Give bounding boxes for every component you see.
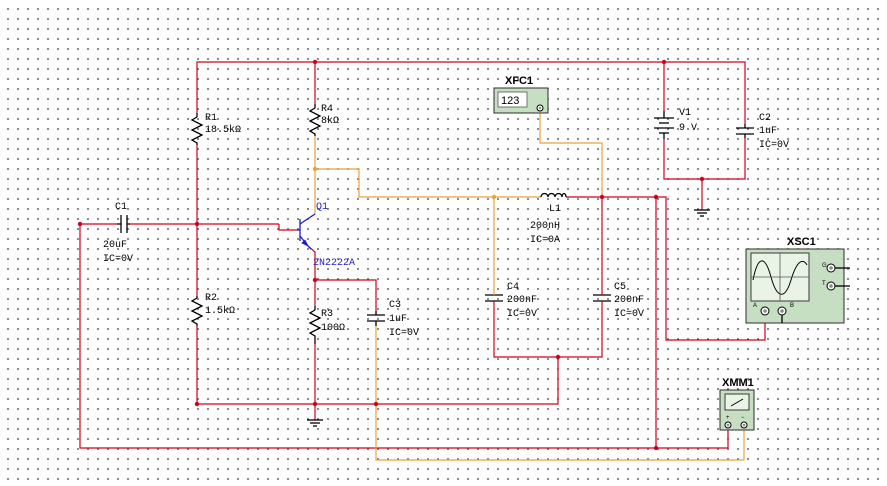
c1-ic-label: IC=0V: [103, 254, 133, 265]
ground-symbol-bottom: [307, 419, 323, 427]
resistor-r1[interactable]: R1 18.5kΩ: [190, 113, 241, 145]
scope-feed-wire: [602, 196, 766, 341]
c2-value-label: 1uF: [759, 126, 777, 137]
c3-top-wire: [315, 279, 377, 311]
junction-dot: [699, 176, 705, 182]
c5-ic-label: IC=0V: [614, 309, 644, 320]
c3-bottom-wire: [375, 326, 745, 461]
r3-value-label: 100Ω: [321, 323, 345, 334]
xsc1-g-label: G: [822, 263, 827, 269]
capacitor-c1[interactable]: C1 20uF IC=0V: [103, 202, 133, 265]
v1-bottom-wire: [663, 138, 746, 180]
xsc1-t-label: T: [822, 281, 826, 287]
r4-name-label: R4: [321, 104, 333, 115]
xfc1-title: XFC1: [505, 75, 533, 87]
r1-name-label: R1: [205, 113, 217, 124]
inductor-l1[interactable]: L1 200nH IC=0A: [530, 192, 567, 246]
xsc1-b-label: B: [790, 303, 794, 309]
r4-value-label: 8kΩ: [321, 115, 339, 127]
meter-return-wire: [79, 197, 657, 449]
orange-wires: [314, 112, 745, 461]
base-wire: [278, 224, 297, 231]
emitter-wire: [307, 245, 316, 306]
l1-name-label: L1: [549, 204, 561, 215]
c5-value-label: 200nF: [614, 295, 644, 306]
c2-ic-label: IC=0V: [759, 140, 789, 151]
xsc1-title: XSC1: [787, 236, 816, 248]
v1-name-label: V1: [679, 108, 691, 119]
junction-dot: [312, 401, 318, 407]
junction-dot: [555, 354, 561, 360]
xmm1-plus-label: +: [726, 415, 730, 421]
capacitor-c2[interactable]: C2 1uF IC=0V: [736, 113, 789, 151]
capacitor-c4[interactable]: C4 200nF IC=0V: [485, 282, 537, 320]
junction-dot: [77, 221, 83, 227]
resistor-r2[interactable]: R2 1.5kΩ: [190, 293, 235, 326]
junction-dot: [312, 59, 318, 65]
junction-dot: [491, 194, 497, 200]
xfc1-display: 123: [501, 95, 519, 107]
l1-value-label: 200nH: [530, 221, 560, 232]
xsc1-a-label: A: [753, 303, 757, 309]
r3-name-label: R3: [321, 309, 333, 320]
junction-dot: [653, 194, 659, 200]
c3-value-label: 1uF: [389, 314, 407, 325]
junction-dot: [661, 59, 667, 65]
junction-dot: [194, 401, 200, 407]
junction-dot: [599, 194, 605, 200]
frequency-counter-xfc1[interactable]: XFC1 123: [493, 75, 549, 114]
resistor-r4[interactable]: R4 8kΩ: [308, 104, 339, 136]
resistor-r3[interactable]: R3 100Ω: [308, 306, 345, 344]
r2-name-label: R2: [205, 293, 217, 304]
bottom-rail-wire: [196, 326, 559, 405]
v1-value-label: 9 V: [679, 123, 697, 134]
c3-ic-label: IC=0V: [389, 328, 419, 339]
capacitor-c5[interactable]: C5 200nF IC=0V: [593, 282, 644, 320]
junction-dots: [77, 59, 705, 451]
multimeter-xmm1[interactable]: XMM1 + −: [719, 377, 755, 431]
c4-ic-label: IC=0V: [507, 309, 537, 320]
junction-dot: [312, 166, 318, 172]
c3-name-label: C3: [389, 300, 401, 311]
capacitor-c3[interactable]: C3 1uF IC=0V: [367, 300, 419, 339]
meter-minus-wire: [656, 428, 729, 449]
q1-model-label: 2N2222A: [313, 258, 355, 269]
counter-wire: [539, 112, 603, 197]
c1-name-label: C1: [115, 202, 127, 213]
junction-dot: [653, 445, 659, 451]
red-wires: [79, 61, 766, 449]
c4-value-label: 200nF: [507, 295, 537, 306]
r2-value-label: 1.5kΩ: [205, 305, 235, 317]
junction-dot: [312, 277, 318, 283]
junction-dot: [373, 401, 379, 407]
junction-dot: [194, 221, 200, 227]
transistor-q1[interactable]: Q1 2N2222A: [297, 202, 355, 269]
oscilloscope-xsc1[interactable]: XSC1 G T A B: [745, 236, 850, 324]
scope-sine-trace: [752, 260, 808, 295]
c4-name-label: C4: [507, 282, 519, 293]
ground-symbol-right: [694, 209, 710, 217]
r1-value-label: 18.5kΩ: [205, 124, 241, 136]
top-rail-wire: [196, 61, 746, 124]
battery-v1[interactable]: V1 9 V: [654, 108, 697, 139]
c1-value-label: 20uF: [103, 240, 127, 251]
collector-wire: [314, 136, 541, 198]
c2-name-label: C2: [759, 113, 771, 124]
c4c5-bottom-wire: [493, 306, 603, 358]
xmm1-minus-label: −: [741, 415, 745, 421]
q1-name-label: Q1: [316, 202, 328, 213]
l1-ic-label: IC=0A: [530, 235, 560, 246]
c5-name-label: C5: [614, 282, 626, 293]
xmm1-title: XMM1: [722, 377, 754, 389]
